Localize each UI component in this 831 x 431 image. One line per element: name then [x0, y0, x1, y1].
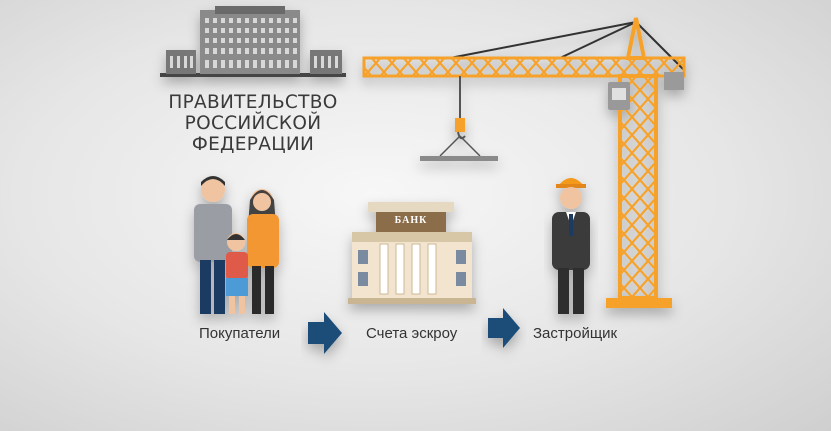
developer-label: Застройщик: [533, 325, 618, 342]
government-title-line-1: ПРАВИТЕЛЬСТВО: [168, 92, 338, 113]
government-title-line-2: РОССИЙСКОЙ: [184, 113, 322, 134]
buyers-label: Покупатели: [199, 325, 281, 342]
builder-icon: [552, 178, 590, 314]
arrow-right-icon: [308, 312, 342, 354]
bank-sign: БАНК: [394, 215, 428, 226]
government-title-line-3: ФЕДЕРАЦИИ: [191, 134, 315, 155]
tower-crane-icon: [362, 17, 686, 308]
escrow-label: Счета эскроу: [366, 325, 458, 342]
arrow-right-icon: [488, 308, 520, 348]
bank-building-icon: [348, 202, 476, 304]
government-title: ПРАВИТЕЛЬСТВО РОССИЙСКОЙ ФЕДЕРАЦИИ: [148, 92, 358, 155]
government-building-icon: [160, 6, 346, 77]
family-icon: [194, 176, 279, 314]
